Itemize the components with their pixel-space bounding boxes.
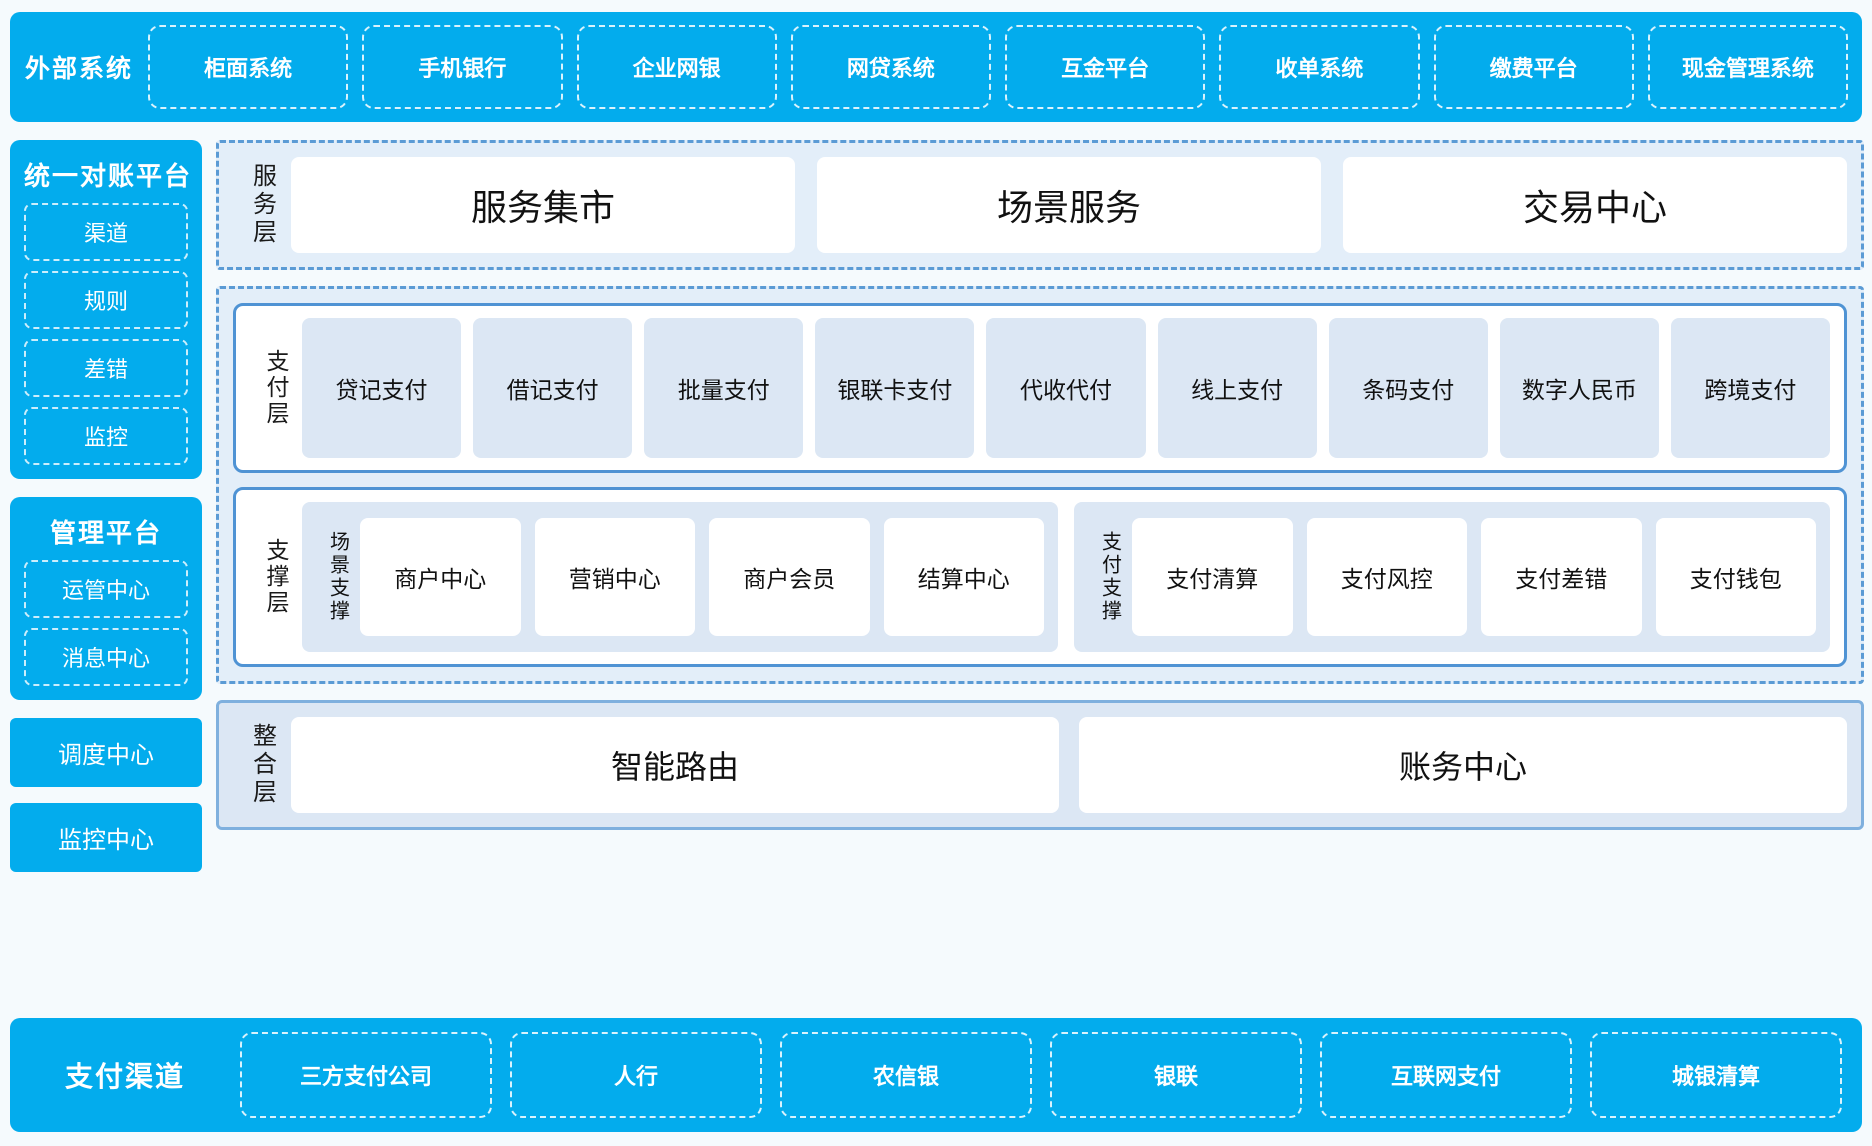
payment-item-batch[interactable]: 批量支付 — [644, 318, 804, 458]
external-system-item[interactable]: 互金平台 — [1005, 25, 1206, 109]
payment-channel-item[interactable]: 城银清算 — [1590, 1032, 1842, 1118]
payment-item-debit[interactable]: 借记支付 — [473, 318, 633, 458]
payment-support-group: 支付支撑 支付清算 支付风控 支付差错 支付钱包 — [1074, 502, 1830, 652]
payment-item-digital-rmb[interactable]: 数字人民币 — [1499, 318, 1659, 458]
external-systems-list: 柜面系统 手机银行 企业网银 网贷系统 互金平台 收单系统 缴费平台 现金管理系… — [148, 25, 1848, 109]
payment-item-barcode[interactable]: 条码支付 — [1328, 318, 1488, 458]
external-system-item[interactable]: 缴费平台 — [1433, 25, 1634, 109]
external-system-item[interactable]: 企业网银 — [576, 25, 777, 109]
sidebar-item-scheduling-center[interactable]: 调度中心 — [10, 718, 202, 787]
payment-support-label: 支付支撑 — [1098, 531, 1121, 623]
integration-item-accounting-center[interactable]: 账务中心 — [1079, 717, 1847, 813]
payment-channel-item[interactable]: 互联网支付 — [1320, 1032, 1572, 1118]
payment-item-unionpay-card[interactable]: 银联卡支付 — [815, 318, 975, 458]
scenario-support-label: 场景支撑 — [326, 531, 349, 623]
external-system-item[interactable]: 手机银行 — [362, 25, 563, 109]
support-item-payment-clearing[interactable]: 支付清算 — [1132, 518, 1293, 636]
support-item-payment-error[interactable]: 支付差错 — [1481, 518, 1642, 636]
payment-item-credit[interactable]: 贷记支付 — [302, 318, 462, 458]
support-item-payment-risk[interactable]: 支付风控 — [1306, 518, 1467, 636]
payment-item-online[interactable]: 线上支付 — [1157, 318, 1317, 458]
management-platform-title: 管理平台 — [49, 518, 162, 548]
payment-channels-title: 支付渠道 — [64, 1061, 185, 1092]
external-systems-bar: 外部系统 柜面系统 手机银行 企业网银 网贷系统 互金平台 收单系统 缴费平台 … — [10, 12, 1862, 122]
external-system-item[interactable]: 网贷系统 — [790, 25, 991, 109]
scenario-support-group: 场景支撑 商户中心 营销中心 商户会员 结算中心 — [302, 502, 1058, 652]
service-layer: 服务层 服务集市 场景服务 交易中心 — [216, 140, 1864, 270]
service-layer-items: 服务集市 场景服务 交易中心 — [291, 157, 1847, 253]
payment-channels-list: 三方支付公司 人行 农信银 银联 互联网支付 城银清算 — [240, 1032, 1842, 1118]
external-system-item[interactable]: 柜面系统 — [148, 25, 349, 109]
integration-layer-label: 整合层 — [248, 723, 276, 807]
reconciliation-platform-block: 统一对账平台 渠道 规则 差错 监控 — [10, 140, 202, 479]
sidebar-item-channel[interactable]: 渠道 — [24, 203, 188, 261]
payment-channel-item[interactable]: 人行 — [510, 1032, 762, 1118]
main-layers: 服务层 服务集市 场景服务 交易中心 支付层 贷记支付 借记支付 批量支付 — [216, 140, 1864, 830]
sidebar: 统一对账平台 渠道 规则 差错 监控 管理平台 运管中心 消息中心 调度中心 监… — [10, 140, 202, 888]
payment-layer-items: 贷记支付 借记支付 批量支付 银联卡支付 代收代付 线上支付 条码支付 数字人民… — [302, 318, 1830, 458]
external-systems-title: 外部系统 — [24, 55, 133, 83]
sidebar-item-error[interactable]: 差错 — [24, 339, 188, 397]
integration-layer-items: 智能路由 账务中心 — [291, 717, 1847, 813]
support-layer-label: 支撑层 — [263, 538, 289, 616]
payment-channels-bar: 支付渠道 三方支付公司 人行 农信银 银联 互联网支付 城银清算 — [10, 1018, 1862, 1132]
service-item-transaction-center[interactable]: 交易中心 — [1343, 157, 1847, 253]
sidebar-item-monitor[interactable]: 监控 — [24, 407, 188, 465]
sidebar-item-operations-center[interactable]: 运管中心 — [24, 560, 188, 618]
management-platform-block: 管理平台 运管中心 消息中心 — [10, 497, 202, 700]
external-system-item[interactable]: 收单系统 — [1219, 25, 1420, 109]
sidebar-item-message-center[interactable]: 消息中心 — [24, 628, 188, 686]
service-item-marketplace[interactable]: 服务集市 — [291, 157, 795, 253]
payment-item-cross-border[interactable]: 跨境支付 — [1670, 318, 1830, 458]
payment-channel-item[interactable]: 三方支付公司 — [240, 1032, 492, 1118]
support-item-merchant-member[interactable]: 商户会员 — [709, 518, 870, 636]
payment-channel-item[interactable]: 银联 — [1050, 1032, 1302, 1118]
service-item-scenario[interactable]: 场景服务 — [817, 157, 1321, 253]
sidebar-item-rule[interactable]: 规则 — [24, 271, 188, 329]
reconciliation-platform-title: 统一对账平台 — [24, 161, 193, 191]
support-layer-groups: 场景支撑 商户中心 营销中心 商户会员 结算中心 支付支撑 支付清算 — [302, 502, 1830, 652]
sidebar-item-monitoring-center[interactable]: 监控中心 — [10, 803, 202, 872]
support-item-settlement-center[interactable]: 结算中心 — [883, 518, 1044, 636]
support-item-merchant-center[interactable]: 商户中心 — [360, 518, 521, 636]
payment-item-collection-payment[interactable]: 代收代付 — [986, 318, 1146, 458]
payment-layer-label: 支付层 — [263, 349, 289, 427]
core-layers-container: 支付层 贷记支付 借记支付 批量支付 银联卡支付 代收代付 线上支付 条码支付 … — [216, 286, 1864, 684]
payment-layer: 支付层 贷记支付 借记支付 批量支付 银联卡支付 代收代付 线上支付 条码支付 … — [233, 303, 1847, 473]
service-layer-label: 服务层 — [248, 163, 276, 247]
external-system-item[interactable]: 现金管理系统 — [1647, 25, 1848, 109]
payment-channel-item[interactable]: 农信银 — [780, 1032, 1032, 1118]
support-layer: 支撑层 场景支撑 商户中心 营销中心 商户会员 结算中心 — [233, 487, 1847, 667]
integration-item-smart-routing[interactable]: 智能路由 — [291, 717, 1059, 813]
integration-layer: 整合层 智能路由 账务中心 — [216, 700, 1864, 830]
support-item-marketing-center[interactable]: 营销中心 — [534, 518, 695, 636]
support-item-payment-wallet[interactable]: 支付钱包 — [1655, 518, 1816, 636]
